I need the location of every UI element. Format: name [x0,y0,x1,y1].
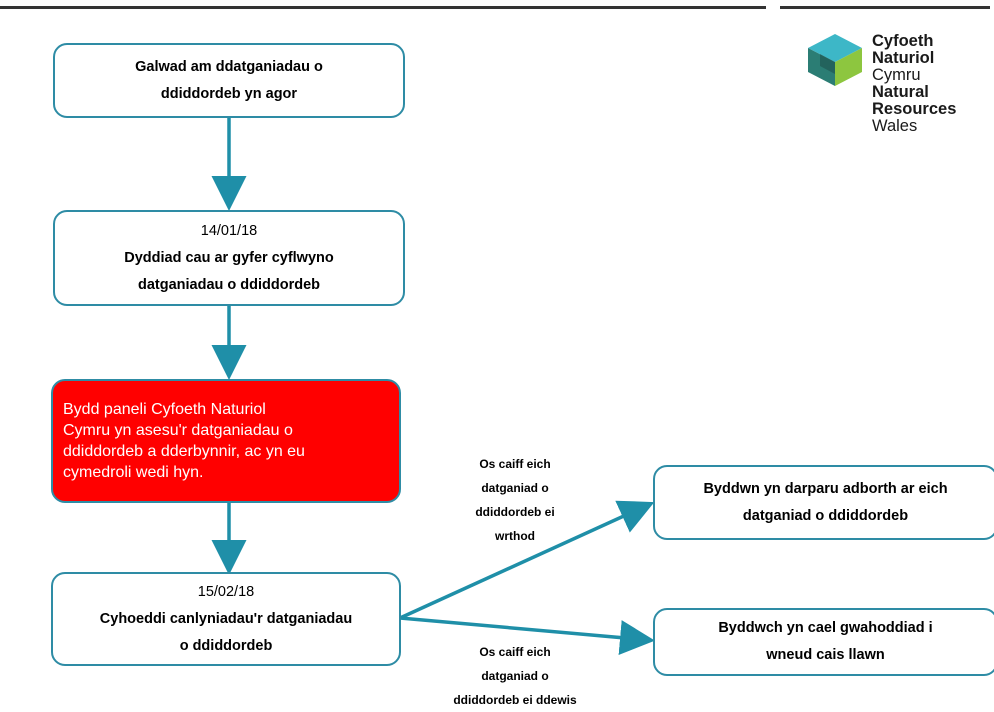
header-rule-right [780,6,990,9]
box-publish-results-line1: Cyhoeddi canlyniadau'r datganiadau [99,610,353,627]
nrw-logo-text: Cyfoeth Naturiol Cymru Natural Resources… [872,33,956,135]
box-closing-date: 14/01/18 Dyddiad cau ar gyfer cyflwyno d… [53,210,405,306]
box-invitation: Byddwch yn cael gwahoddiad i wneud cais … [653,608,994,676]
logo-welsh-line1: Cyfoeth [872,32,934,50]
box-publish-results-line2: o ddiddordeb [179,637,273,654]
nrw-logo-icon [808,34,862,86]
box-invitation-line1: Byddwch yn cael gwahoddiad i [718,620,933,636]
box-panel-assessment-line2: Cymru yn asesu'r datganiadau o [63,422,293,439]
box-invitation-line2: wneud cais llawn [766,647,885,663]
box-publish-results: 15/02/18 Cyhoeddi canlyniadau'r datgania… [51,572,401,666]
box-publish-results-date: 15/02/18 [197,583,255,600]
box-panel-assessment: Bydd paneli Cyfoeth Naturiol Cymru yn as… [51,379,401,503]
box-panel-assessment-line3: ddiddordeb a dderbynnir, ac yn eu [63,443,305,460]
box-feedback-line2: datganiad o ddiddordeb [742,507,909,524]
edge-label-rejected-line1: Os caiff eich [479,457,551,471]
logo-english-line1: Natural [872,83,929,101]
edge-label-accepted: Os caiff eich datganiad o ddiddordeb ei … [440,640,590,712]
box-call-open-line2: ddiddordeb yn agor [160,85,298,102]
logo-welsh-line2: Naturiol [872,49,935,67]
box-feedback: Byddwn yn darparu adborth ar eich datgan… [653,465,994,540]
box-closing-date-line1: Dyddiad cau ar gyfer cyflwyno [124,249,334,266]
edge-label-rejected-line2: datganiad o [481,481,549,495]
logo-english-line3: Wales [872,117,918,135]
box-feedback-line1: Byddwn yn darparu adborth ar eich [703,480,948,497]
logo-welsh-line3: Cymru [872,66,921,84]
box-panel-assessment-line4: cymedroli wedi hyn. [63,464,204,481]
box-call-open: Galwad am ddatganiadau o ddiddordeb yn a… [53,43,405,118]
box-closing-date-date: 14/01/18 [200,222,258,239]
edge-label-accepted-line2: datganiad o [481,669,549,683]
edge-label-accepted-line1: Os caiff eich [479,645,551,659]
box-panel-assessment-line1: Bydd paneli Cyfoeth Naturiol [63,401,266,418]
edge-label-accepted-line3: ddiddordeb ei ddewis [453,693,577,707]
edge-label-rejected-line3: ddiddordeb ei [475,505,555,519]
box-call-open-line1: Galwad am ddatganiadau o [135,58,323,75]
header-rule-left [0,6,766,9]
logo-english-line2: Resources [872,100,957,118]
box-closing-date-line2: datganiadau o ddiddordeb [137,276,321,293]
edge-label-rejected-line4: wrthod [495,529,535,543]
arrow-b4-b6 [399,616,655,655]
edge-label-rejected: Os caiff eich datganiad o ddiddordeb ei … [450,452,580,548]
arrow-b4-b5 [399,500,655,620]
